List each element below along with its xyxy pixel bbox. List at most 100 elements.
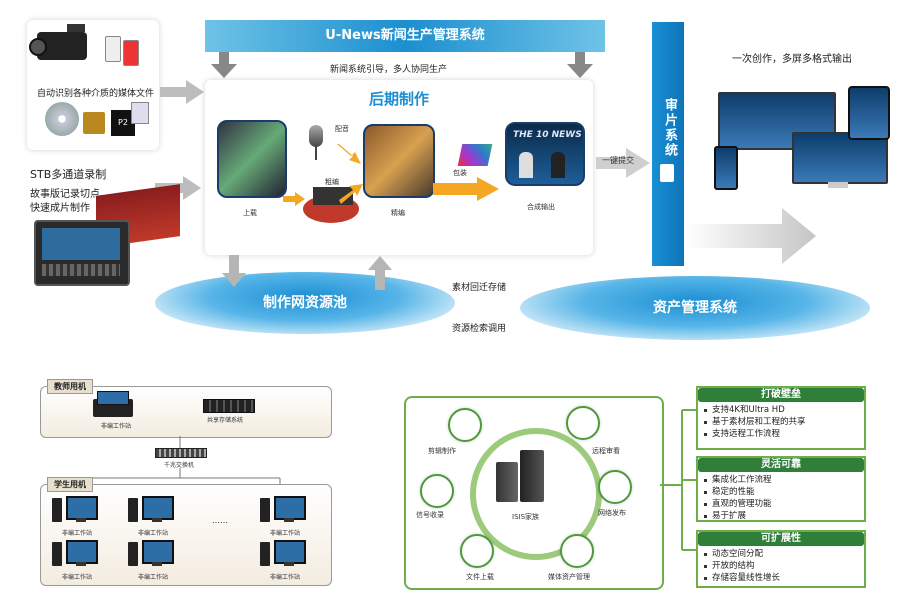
banner-title: U-News新闻生产管理系统 xyxy=(325,28,485,43)
pool-ellipse: 制作网资源池 xyxy=(155,272,455,334)
network-switch xyxy=(155,448,207,458)
edit-node-icon xyxy=(448,408,482,442)
camera-icon xyxy=(29,24,87,60)
multi-output-label: 一次创作，多屏多格式输出 xyxy=(732,54,852,65)
asset-label: 资产管理系统 xyxy=(653,300,737,316)
stb-sub1: 故事版记录切点 xyxy=(30,189,100,200)
student-workstation: 非编工作站 xyxy=(260,494,306,537)
isis-node-upload: 文件上载 xyxy=(466,573,494,581)
teacher-ws-label: 非编工作站 xyxy=(101,423,132,430)
submit-label: 一键提交 xyxy=(602,156,634,165)
phone-icon xyxy=(105,36,121,62)
student-ws-label: 非编工作站 xyxy=(62,530,93,537)
phone-icon xyxy=(123,40,139,66)
student-ws-label: 非编工作站 xyxy=(138,530,169,537)
mam-node-icon xyxy=(560,534,594,568)
tablet-device xyxy=(848,86,890,140)
search-label: 资源检索调用 xyxy=(452,324,507,334)
media-source-card: 自动识别各种介质的媒体文件 P2 xyxy=(27,20,159,150)
upload-thumbnail xyxy=(217,120,287,198)
student-ws-label: 非编工作站 xyxy=(270,530,301,537)
isis-center-label: ISIS家族 xyxy=(512,513,540,521)
source-label: 自动识别各种介质的媒体文件 xyxy=(37,89,155,99)
arrow-right-icon xyxy=(596,148,650,178)
isis-node-mam: 媒体资产管理 xyxy=(548,573,590,581)
step-rough: 粗编 xyxy=(325,178,339,186)
feature-item: 集成化工作流程 xyxy=(698,474,864,486)
publish-node-icon xyxy=(598,470,632,504)
student-ws-label: 非编工作站 xyxy=(62,574,93,581)
feature-box: 打破壁垒 支持4K和Ultra HD 基于素材层和工程的共享 支持远程工作流程 xyxy=(696,386,866,450)
step-output: 合成输出 xyxy=(527,203,555,211)
teacher-title: 教师用机 xyxy=(47,379,93,394)
feature-item: 基于素材层和工程的共享 xyxy=(698,416,864,428)
asset-ellipse: 资产管理系统 xyxy=(520,276,870,340)
postprod-card: 后期制作 上载 粗编 配音 精编 包装 THE 10 NEWS 合成输出 xyxy=(205,80,593,255)
review-node-icon xyxy=(566,406,600,440)
step-dub: 配音 xyxy=(335,125,349,133)
upload-node-icon xyxy=(460,534,494,568)
arrow-down-icon xyxy=(211,52,237,78)
teacher-panel: 教师用机 非编工作站 共享存储系统 xyxy=(40,379,332,438)
disc-icon xyxy=(45,102,79,136)
student-workstation: 非编工作站 xyxy=(52,494,98,537)
banner-subtitle: 新闻系统引导，多人协同生产 xyxy=(330,65,448,75)
phone-device xyxy=(714,146,738,190)
isis-node-edit: 剪辑制作 xyxy=(428,447,456,455)
student-title: 学生用机 xyxy=(47,477,93,492)
arrow-down-icon xyxy=(567,52,593,78)
review-label: 审片系统 xyxy=(662,98,677,158)
arrow-up-icon xyxy=(368,256,392,290)
feature-item: 支持4K和Ultra HD xyxy=(698,404,864,416)
student-workstation: 非编工作站 xyxy=(128,538,174,581)
arrow-right-icon xyxy=(339,184,363,204)
feature-title: 可扩展性 xyxy=(698,532,864,546)
card-icon xyxy=(131,102,149,124)
feature-item: 支持远程工作流程 xyxy=(698,428,864,440)
writeback-label: 素材回迁存储 xyxy=(452,283,507,293)
arrow-right-icon xyxy=(433,177,499,201)
isis-server xyxy=(520,450,544,502)
step-upload: 上载 xyxy=(243,209,257,217)
switch-label: 千兆交换机 xyxy=(164,462,195,469)
postprod-title: 后期制作 xyxy=(368,90,429,108)
feature-item: 开放的结构 xyxy=(698,560,864,572)
desktop-monitor xyxy=(792,132,888,184)
package-cube-icon xyxy=(457,144,493,166)
stb-sub2: 快速成片制作 xyxy=(30,203,90,214)
step-pack: 包装 xyxy=(453,169,467,177)
isis-node-ingest: 信号收录 xyxy=(416,511,444,519)
student-workstation: 非编工作站 xyxy=(128,494,174,537)
student-panel: 学生用机 xyxy=(40,477,332,586)
review-system-bar: 审片系统 xyxy=(652,22,684,266)
fine-edit-thumbnail xyxy=(363,124,435,198)
arrow-right-icon xyxy=(686,208,816,264)
feature-box: 灵活可靠 集成化工作流程 稳定的性能 直观的管理功能 易于扩展 xyxy=(696,456,866,522)
step-fine: 精编 xyxy=(391,209,405,217)
student-workstation: 非编工作站 xyxy=(260,538,306,581)
arrow-right-icon xyxy=(283,192,305,206)
stb-title: STB多通道录制 xyxy=(30,168,107,181)
monitor-stand xyxy=(828,182,848,188)
microphone-icon xyxy=(309,125,323,147)
isis-server xyxy=(496,462,518,502)
storage-server xyxy=(203,399,255,413)
feature-item: 稳定的性能 xyxy=(698,486,864,498)
isis-node-remote: 远程审看 xyxy=(592,447,620,455)
ingest-node-icon xyxy=(420,474,454,508)
feature-item: 动态空间分配 xyxy=(698,548,864,560)
student-ws-label: 非编工作站 xyxy=(138,574,169,581)
recorder-device xyxy=(34,220,130,286)
output-thumbnail: THE 10 NEWS xyxy=(505,122,585,186)
connector-lines xyxy=(660,409,696,551)
pc-ellipsis: …… xyxy=(212,516,228,525)
news-logo: THE 10 NEWS xyxy=(513,130,582,140)
feature-item: 易于扩展 xyxy=(698,510,864,522)
pool-label: 制作网资源池 xyxy=(263,295,347,311)
student-ws-label: 非编工作站 xyxy=(270,574,301,581)
arrow-down-icon xyxy=(222,255,246,287)
feature-title: 灵活可靠 xyxy=(698,458,864,472)
student-workstation: 非编工作站 xyxy=(52,538,98,581)
card-icon xyxy=(83,112,105,134)
isis-node-publish: 网络发布 xyxy=(598,509,626,517)
